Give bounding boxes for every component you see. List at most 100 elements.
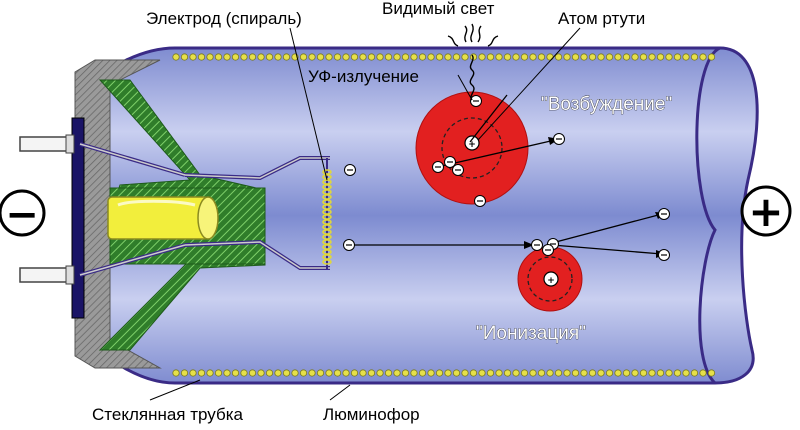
label-ionization: "Ионизация" [476, 323, 586, 344]
coil-turn [322, 209, 332, 215]
electron [343, 239, 355, 251]
phosphor-bead [189, 369, 197, 377]
label-visible-light: Видимый свет [382, 0, 495, 18]
phosphor-bead [333, 369, 342, 377]
phosphor-bead [316, 369, 325, 377]
electron [452, 164, 464, 176]
phosphor-bead [206, 53, 214, 61]
label-excitation: "Возбуждение" [541, 94, 672, 115]
anode-sign: + [748, 187, 783, 236]
phosphor-bead [367, 53, 376, 61]
phosphor-bead [316, 53, 325, 61]
phosphor-bead [520, 53, 529, 61]
electron [531, 239, 543, 251]
electron [658, 249, 670, 261]
phosphor-bead [231, 369, 240, 377]
phosphor-bead [520, 369, 529, 377]
coil-turn [322, 214, 332, 220]
phosphor-bead [265, 369, 274, 377]
phosphor-bead [639, 53, 648, 61]
cathode-sign: − [5, 192, 39, 238]
coil-turn [322, 199, 332, 205]
pin-top [19, 134, 75, 154]
phosphor-bead [537, 53, 546, 61]
mercury-atom-ionized: + [517, 246, 583, 312]
phosphor-bead [274, 53, 282, 61]
phosphor-bead [537, 369, 546, 377]
phosphor-bead [546, 53, 554, 61]
phosphor-bead [571, 369, 580, 377]
svg-text:+: + [468, 140, 476, 150]
phosphor-bead [469, 369, 478, 377]
phosphor-bead [274, 369, 282, 377]
phosphor-bead [427, 369, 435, 377]
phosphor-bead [240, 53, 248, 61]
phosphor-bead [308, 369, 316, 377]
electrode-coil [322, 158, 332, 270]
electron [553, 133, 565, 145]
phosphor-bead [580, 53, 588, 61]
coil-turn [322, 249, 332, 255]
phosphor-bead [673, 369, 682, 377]
phosphor-bead [707, 369, 716, 377]
phosphor-bead [690, 369, 699, 377]
tube-end-fold [695, 46, 721, 385]
phosphor-bead [452, 369, 461, 377]
coil-turn [322, 259, 332, 265]
phosphor-bead [656, 53, 665, 61]
phosphor-bead [410, 369, 418, 377]
phosphor-bead [699, 369, 707, 377]
phosphor-bead [214, 369, 223, 377]
electron [542, 244, 554, 256]
phosphor-bead [529, 369, 537, 377]
phosphor-bead [622, 369, 631, 377]
phosphor-bead [180, 369, 189, 377]
phosphor-bead [503, 369, 512, 377]
phosphor-bead [393, 369, 401, 377]
phosphor-bead [350, 369, 359, 377]
phosphor-bead [707, 53, 716, 61]
phosphor-bead [622, 53, 631, 61]
phosphor-bead [223, 53, 231, 61]
phosphor-bead [384, 369, 393, 377]
anode-terminal: + [740, 185, 792, 237]
phosphor-bead [665, 369, 673, 377]
phosphor-bead [563, 53, 571, 61]
cathode-terminal: − [0, 189, 46, 238]
phosphor-bead [291, 369, 299, 377]
phosphor-bead [401, 53, 410, 61]
phosphor-bead [690, 53, 699, 61]
phosphor-bead [503, 53, 512, 61]
coil-turn [322, 224, 332, 230]
phosphor-bead [350, 53, 359, 61]
phosphor-bead [673, 53, 682, 61]
phosphor-bead [257, 369, 265, 377]
phosphor-bead [299, 369, 308, 377]
phosphor-bead [682, 369, 690, 377]
phosphor-bead [614, 369, 622, 377]
phosphor-bead [614, 53, 622, 61]
phosphor-bead [631, 369, 639, 377]
electron [444, 156, 456, 168]
phosphor-bead [461, 369, 469, 377]
phosphor-bead [495, 53, 503, 61]
label-uv: УФ-излучение [308, 67, 419, 86]
phosphor-bead [631, 53, 639, 61]
electron [658, 208, 670, 220]
phosphor-bead [376, 53, 384, 61]
phosphor-bead [342, 53, 350, 61]
phosphor-bead [308, 53, 316, 61]
phosphor-bead [495, 369, 503, 377]
phosphor-bead [359, 369, 367, 377]
phosphor-bead [393, 53, 401, 61]
phosphor-bead [665, 53, 673, 61]
phosphor-bead [265, 53, 274, 61]
phosphor-bead [639, 369, 648, 377]
phosphor-bead [588, 53, 597, 61]
phosphor-bead [189, 53, 197, 61]
phosphor-bead [486, 53, 495, 61]
phosphor-bead [359, 53, 367, 61]
phosphor-bead [384, 53, 393, 61]
phosphor-bead [512, 369, 520, 377]
label-mercury-atom: Атом ртути [558, 9, 645, 28]
